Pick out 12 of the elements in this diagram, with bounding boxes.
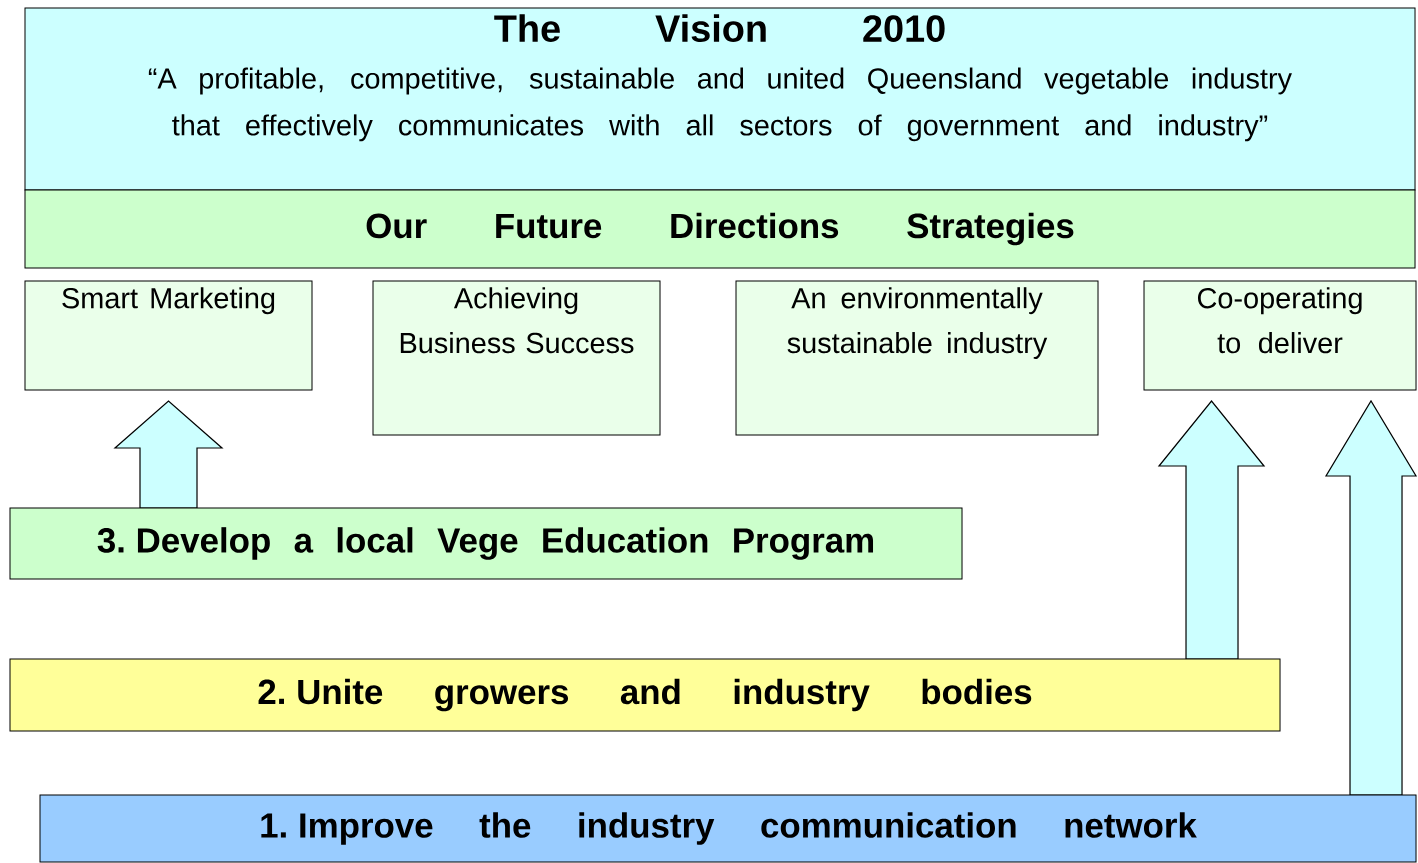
goal-box: 2. Unite growers and industry bodies: [9, 658, 1281, 732]
goal-box: 1. Improve the industry communication network: [39, 794, 1417, 863]
block-arrow: [113, 400, 224, 509]
vision-box: The Vision 2010 “A profitable, competitive, sustainable and united Queensland vegetable industry that effectively communicates with all sectors of government and industry”: [24, 7, 1416, 191]
strategy-box: Achieving Business Success: [372, 280, 661, 436]
block-arrow: [1324, 399, 1418, 796]
goal-box: 3. Develop a local Vege Education Program: [9, 507, 963, 580]
block-arrow: [1157, 400, 1266, 660]
strategy-box: An environmentally sustainable industry: [735, 280, 1099, 436]
strategy-box: Smart Marketing: [24, 280, 313, 391]
heading-band: Our Future Directions Strategies: [24, 189, 1416, 269]
strategy-box: Co-operating to deliver: [1143, 280, 1417, 391]
